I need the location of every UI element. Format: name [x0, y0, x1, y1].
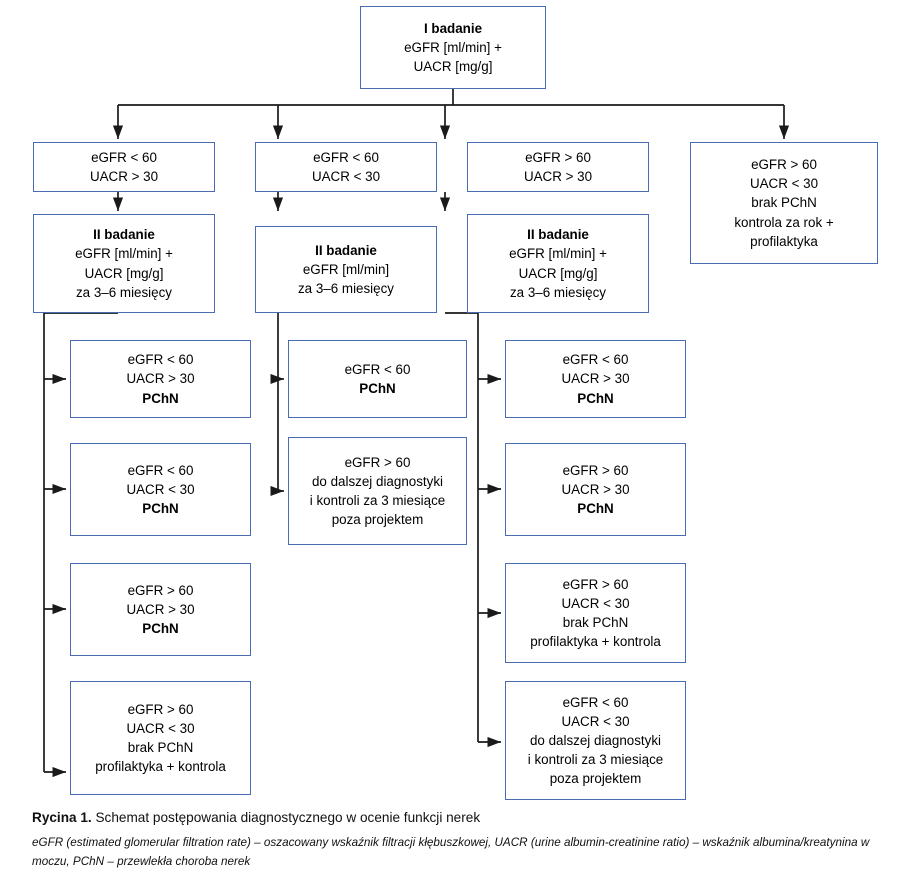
node-line-1: eGFR [ml/min] + — [75, 246, 173, 262]
node-line-3: poza projektem — [331, 512, 424, 528]
node-line-0: eGFR < 60 — [91, 149, 157, 165]
caption-abbreviations: eGFR (estimated glomerular filtration ra… — [32, 836, 870, 868]
node-line-2: UACR [mg/g] — [518, 265, 598, 281]
node-line-1: UACR < 30 — [311, 169, 381, 184]
node-result-c1r1[interactable]: eGFR < 60 UACR > 30 PChN — [70, 340, 251, 418]
node-line-1: UACR > 30 — [561, 371, 630, 387]
node-line-4: profilaktyka — [750, 233, 818, 249]
node-result-c2r2[interactable]: eGFR > 60 do dalszej diagnostyki i kontrol… — [288, 437, 467, 545]
node-line-3: profilaktyka + kontrola — [530, 634, 661, 650]
node-second-exam-col1[interactable]: II badanie eGFR [ml/min] + UACR [mg/g] za 3… — [33, 214, 215, 313]
node-line-2: PChN — [142, 621, 179, 637]
node-result-c2r1[interactable]: eGFR < 60 PChN — [288, 340, 467, 418]
node-line-0: eGFR > 60 — [127, 582, 194, 598]
node-branch-egfr-gt60-uacr-lt30-no-ckd[interactable]: eGFR > 60 UACR < 30 brak PChN kontrola za r… — [690, 142, 878, 264]
node-line-2: UACR [mg/g] — [84, 265, 164, 281]
node-line-1: UACR > 30 — [89, 169, 159, 184]
figure-caption: Rycina 1. Schemat postępowania diagnosty… — [32, 808, 877, 871]
node-line-1: UACR > 30 — [561, 481, 630, 497]
node-line-1: UACR < 30 — [561, 595, 630, 611]
node-line-1: do dalszej diagnostyki — [311, 473, 443, 489]
node-line-0: eGFR > 60 — [751, 157, 817, 173]
node-line-3: profilaktyka + kontrola — [95, 759, 226, 775]
node-line-1: UACR < 30 — [126, 720, 195, 736]
node-line-0: II badanie — [93, 227, 155, 243]
node-line-1: UACR < 30 — [561, 713, 630, 729]
node-line-2: PChN — [577, 390, 614, 406]
node-line-3: za 3–6 miesięcy — [509, 284, 606, 300]
node-line-1: UACR > 30 — [126, 371, 195, 387]
node-line-0: II badanie — [527, 227, 589, 243]
node-line-3: kontrola za rok + — [734, 214, 834, 230]
node-line-0: eGFR < 60 — [344, 361, 411, 377]
node-line-2: PChN — [142, 390, 179, 406]
node-line-2: brak PChN — [751, 195, 817, 211]
node-line-1: eGFR [ml/min] + — [404, 39, 502, 55]
node-line-2: do dalszej diagnostyki — [529, 732, 661, 748]
node-line-4: poza projektem — [549, 771, 642, 787]
node-line-0: eGFR > 60 — [562, 576, 629, 592]
node-line-1: PChN — [359, 381, 396, 396]
node-result-c3r2[interactable]: eGFR > 60 UACR > 30 PChN — [505, 443, 686, 536]
node-line-1: UACR > 30 — [523, 169, 593, 184]
node-line-1: UACR < 30 — [126, 481, 195, 497]
node-second-exam-col2[interactable]: II badanie eGFR [ml/min] za 3–6 miesięcy — [255, 226, 437, 313]
node-line-0: eGFR > 60 — [525, 149, 591, 165]
node-line-0: I badanie — [423, 20, 483, 36]
node-line-2: brak PChN — [127, 740, 194, 755]
caption-title-text: Schemat postępowania diagnostycznego w o… — [91, 810, 481, 825]
node-line-2: za 3–6 miesięcy — [297, 281, 394, 297]
node-result-c1r4[interactable]: eGFR > 60 UACR < 30 brak PChN profilaktyka … — [70, 681, 251, 795]
node-line-3: za 3–6 miesięcy — [75, 284, 172, 300]
caption-title-line: Rycina 1. Schemat postępowania diagnosty… — [32, 808, 877, 828]
node-result-c1r3[interactable]: eGFR > 60 UACR > 30 PChN — [70, 563, 251, 656]
node-line-2: PChN — [142, 501, 179, 517]
node-line-0: eGFR < 60 — [313, 149, 379, 165]
node-branch-egfr-lt60-uacr-gt30[interactable]: eGFR < 60 UACR > 30 — [33, 142, 215, 192]
node-line-2: brak PChN — [562, 615, 629, 630]
node-line-0: eGFR > 60 — [127, 701, 194, 717]
node-result-c3r1[interactable]: eGFR < 60 UACR > 30 PChN — [505, 340, 686, 418]
node-line-0: II badanie — [315, 242, 377, 258]
node-line-3: i kontroli za 3 miesiące — [527, 752, 664, 768]
node-line-1: eGFR [ml/min] + — [509, 246, 607, 262]
node-result-c3r4[interactable]: eGFR < 60 UACR < 30 do dalszej diagnostyki… — [505, 681, 686, 800]
node-line-0: eGFR < 60 — [562, 694, 629, 710]
caption-figure-label: Rycina 1. — [32, 810, 92, 825]
node-branch-egfr-lt60-uacr-lt30[interactable]: eGFR < 60 UACR < 30 — [255, 142, 437, 192]
node-branch-egfr-gt60-uacr-gt30[interactable]: eGFR > 60 UACR > 30 — [467, 142, 649, 192]
node-line-1: UACR < 30 — [749, 176, 819, 192]
node-result-c3r3[interactable]: eGFR > 60 UACR < 30 brak PChN profilaktyka … — [505, 563, 686, 663]
flowchart-diagram: I badanie eGFR [ml/min] + UACR [mg/g] eGFR… — [33, 6, 878, 800]
node-line-1: eGFR [ml/min] — [302, 261, 390, 277]
node-line-0: eGFR < 60 — [127, 462, 194, 478]
node-line-2: i kontroli za 3 miesiące — [309, 493, 446, 508]
node-root-first-exam[interactable]: I badanie eGFR [ml/min] + UACR [mg/g] — [360, 6, 546, 89]
node-line-2: PChN — [577, 501, 614, 517]
node-line-2: UACR [mg/g] — [413, 59, 493, 75]
node-second-exam-col3[interactable]: II badanie eGFR [ml/min] + UACR [mg/g] za 3… — [467, 214, 649, 313]
node-result-c1r2[interactable]: eGFR < 60 UACR < 30 PChN — [70, 443, 251, 536]
node-line-0: eGFR < 60 — [562, 352, 629, 368]
node-line-0: eGFR < 60 — [127, 352, 194, 368]
node-line-0: eGFR > 60 — [562, 462, 629, 478]
node-line-1: UACR > 30 — [126, 601, 195, 617]
node-line-0: eGFR > 60 — [344, 454, 411, 470]
